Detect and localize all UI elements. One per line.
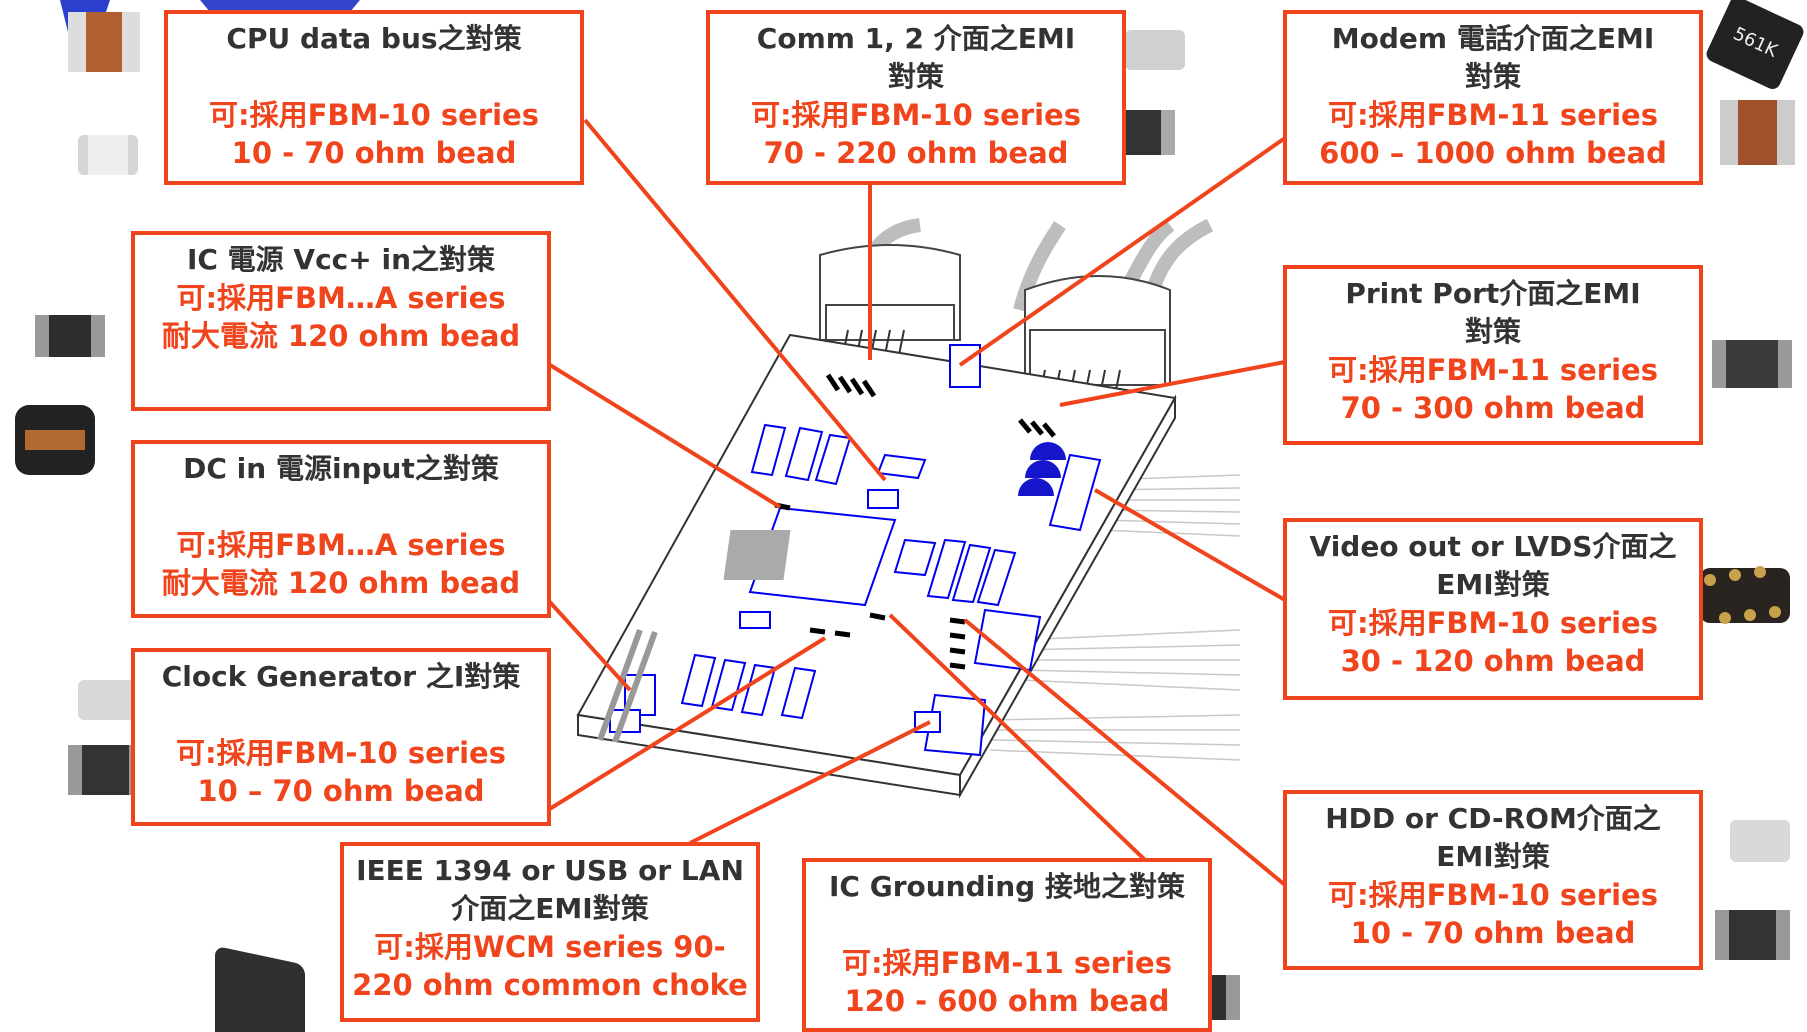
callout-ic-grounding: IC Grounding 接地之對策 可:採用FBM-11 series 120…	[802, 858, 1212, 1032]
chip-bead-left-2	[35, 315, 105, 357]
leader-modem	[958, 136, 1287, 367]
leader-ieee	[689, 720, 931, 845]
callout-recommendation: 可:採用FBM-11 series	[1328, 98, 1658, 132]
print-connector-body	[1029, 329, 1166, 386]
callout-recommendation: 可:採用FBM…A series	[176, 528, 506, 562]
callout-title: IEEE 1394 or USB or LAN 介面之EMI對策	[356, 854, 744, 925]
callout-title: CPU data bus之對策	[226, 22, 522, 55]
leader-hdd	[963, 618, 1287, 887]
callout-ic-vcc: IC 電源 Vcc+ in之對策 可:採用FBM…A series 耐大電流 1…	[131, 231, 551, 411]
leader-video	[1093, 488, 1287, 602]
wirewound-inductor-right	[1720, 100, 1795, 165]
chip-bead-top-2	[1125, 30, 1185, 70]
callout-title: Modem 電話介面之EMI 對策	[1331, 22, 1655, 93]
callout-title: HDD or CD-ROM介面之 EMI對策	[1325, 802, 1661, 873]
callout-spec: 10 - 70 ohm bead	[1350, 916, 1636, 950]
callout-title: Comm 1, 2 介面之EMI 對策	[756, 22, 1076, 93]
corner-band	[200, 0, 360, 12]
callout-ieee1394-usb-lan: IEEE 1394 or USB or LAN 介面之EMI對策 可:採用WCM…	[340, 842, 760, 1022]
callout-spec: 600 – 1000 ohm bead	[1319, 136, 1667, 170]
callout-spec: 10 – 70 ohm bead	[197, 774, 485, 808]
chip-bead-right-2	[1730, 820, 1790, 862]
callout-recommendation: 可:採用FBM-10 series	[176, 736, 506, 770]
callout-dc-in: DC in 電源input之對策 可:採用FBM…A series 耐大電流 1…	[131, 440, 551, 618]
leader-clock	[546, 636, 827, 812]
callout-title: IC 電源 Vcc+ in之對策	[186, 243, 496, 276]
callout-spec: 10 - 70 ohm bead	[231, 136, 517, 170]
cpu-die	[723, 530, 791, 580]
leader-print	[1059, 360, 1286, 407]
callout-title: Clock Generator 之I對策	[161, 660, 521, 693]
callout-spec: 耐大電流 120 ohm bead	[161, 566, 521, 600]
callout-modem-emi: Modem 電話介面之EMI 對策 可:採用FBM-11 series 600 …	[1283, 10, 1703, 185]
chip-bead-right-1	[1712, 340, 1792, 388]
callout-clock-generator: Clock Generator 之I對策 可:採用FBM-10 series 1…	[131, 648, 551, 826]
wirewound-inductor-top-left	[68, 12, 140, 72]
common-choke-bottom-left	[215, 947, 305, 1032]
callout-recommendation: 可:採用FBM-10 series	[1328, 878, 1658, 912]
pcb-board-side	[959, 394, 1176, 799]
chip-bead-left-1	[78, 135, 138, 175]
callout-title: DC in 電源input之對策	[183, 452, 499, 485]
callout-recommendation: 可:採用FBM-11 series	[842, 946, 1172, 980]
callout-recommendation: 可:採用FBM-10 series	[1328, 606, 1658, 640]
component-photos: 561K	[15, 0, 1804, 1032]
callout-recommendation: 可:採用FBM-10 series	[209, 98, 539, 132]
callout-print-port-emi: Print Port介面之EMI 對策 可:採用FBM-11 series 70…	[1283, 265, 1703, 445]
varistor-561k: 561K	[1706, 0, 1804, 89]
callout-title: IC Grounding 接地之對策	[829, 870, 1185, 903]
callout-video-lvds-emi: Video out or LVDS介面之 EMI對策 可:採用FBM-10 se…	[1283, 518, 1703, 700]
callout-spec: 70 - 220 ohm bead	[763, 136, 1069, 170]
callout-recommendation: 可:採用WCM series 90-	[374, 930, 726, 964]
led-components	[1018, 442, 1066, 496]
leader-lines	[546, 118, 1287, 887]
callout-title: Print Port介面之EMI 對策	[1345, 277, 1641, 348]
callout-spec: 70 - 300 ohm bead	[1340, 391, 1646, 425]
leader-vcc	[548, 363, 782, 509]
callout-comm-emi: Comm 1, 2 介面之EMI 對策 可:採用FBM-10 series 70…	[706, 10, 1126, 185]
dc-jack	[597, 628, 658, 744]
callout-recommendation: 可:採用FBM-10 series	[751, 98, 1081, 132]
callout-spec: 220 ohm common choke	[352, 968, 748, 1002]
leader-cpu	[583, 118, 887, 482]
chip-bead-left-3	[78, 680, 138, 720]
chip-bead-right-3	[1715, 910, 1790, 960]
bead-array-right	[1700, 566, 1790, 624]
power-inductor-left	[15, 405, 95, 475]
callout-hdd-cdrom-emi: HDD or CD-ROM介面之 EMI對策 可:採用FBM-10 series…	[1283, 790, 1703, 970]
callout-spec: 120 - 600 ohm bead	[844, 984, 1170, 1018]
callout-recommendation: 可:採用FBM-11 series	[1328, 353, 1658, 387]
leader-dcin	[546, 598, 632, 692]
callout-spec: 30 - 120 ohm bead	[1340, 644, 1646, 678]
callout-title: Video out or LVDS介面之 EMI對策	[1309, 530, 1677, 601]
callout-spec: 耐大電流 120 ohm bead	[161, 319, 521, 353]
callout-recommendation: 可:採用FBM…A series	[176, 281, 506, 315]
leader-ground	[888, 613, 1147, 862]
callout-cpu-data-bus: CPU data bus之對策 可:採用FBM-10 series 10 - 7…	[164, 10, 584, 185]
